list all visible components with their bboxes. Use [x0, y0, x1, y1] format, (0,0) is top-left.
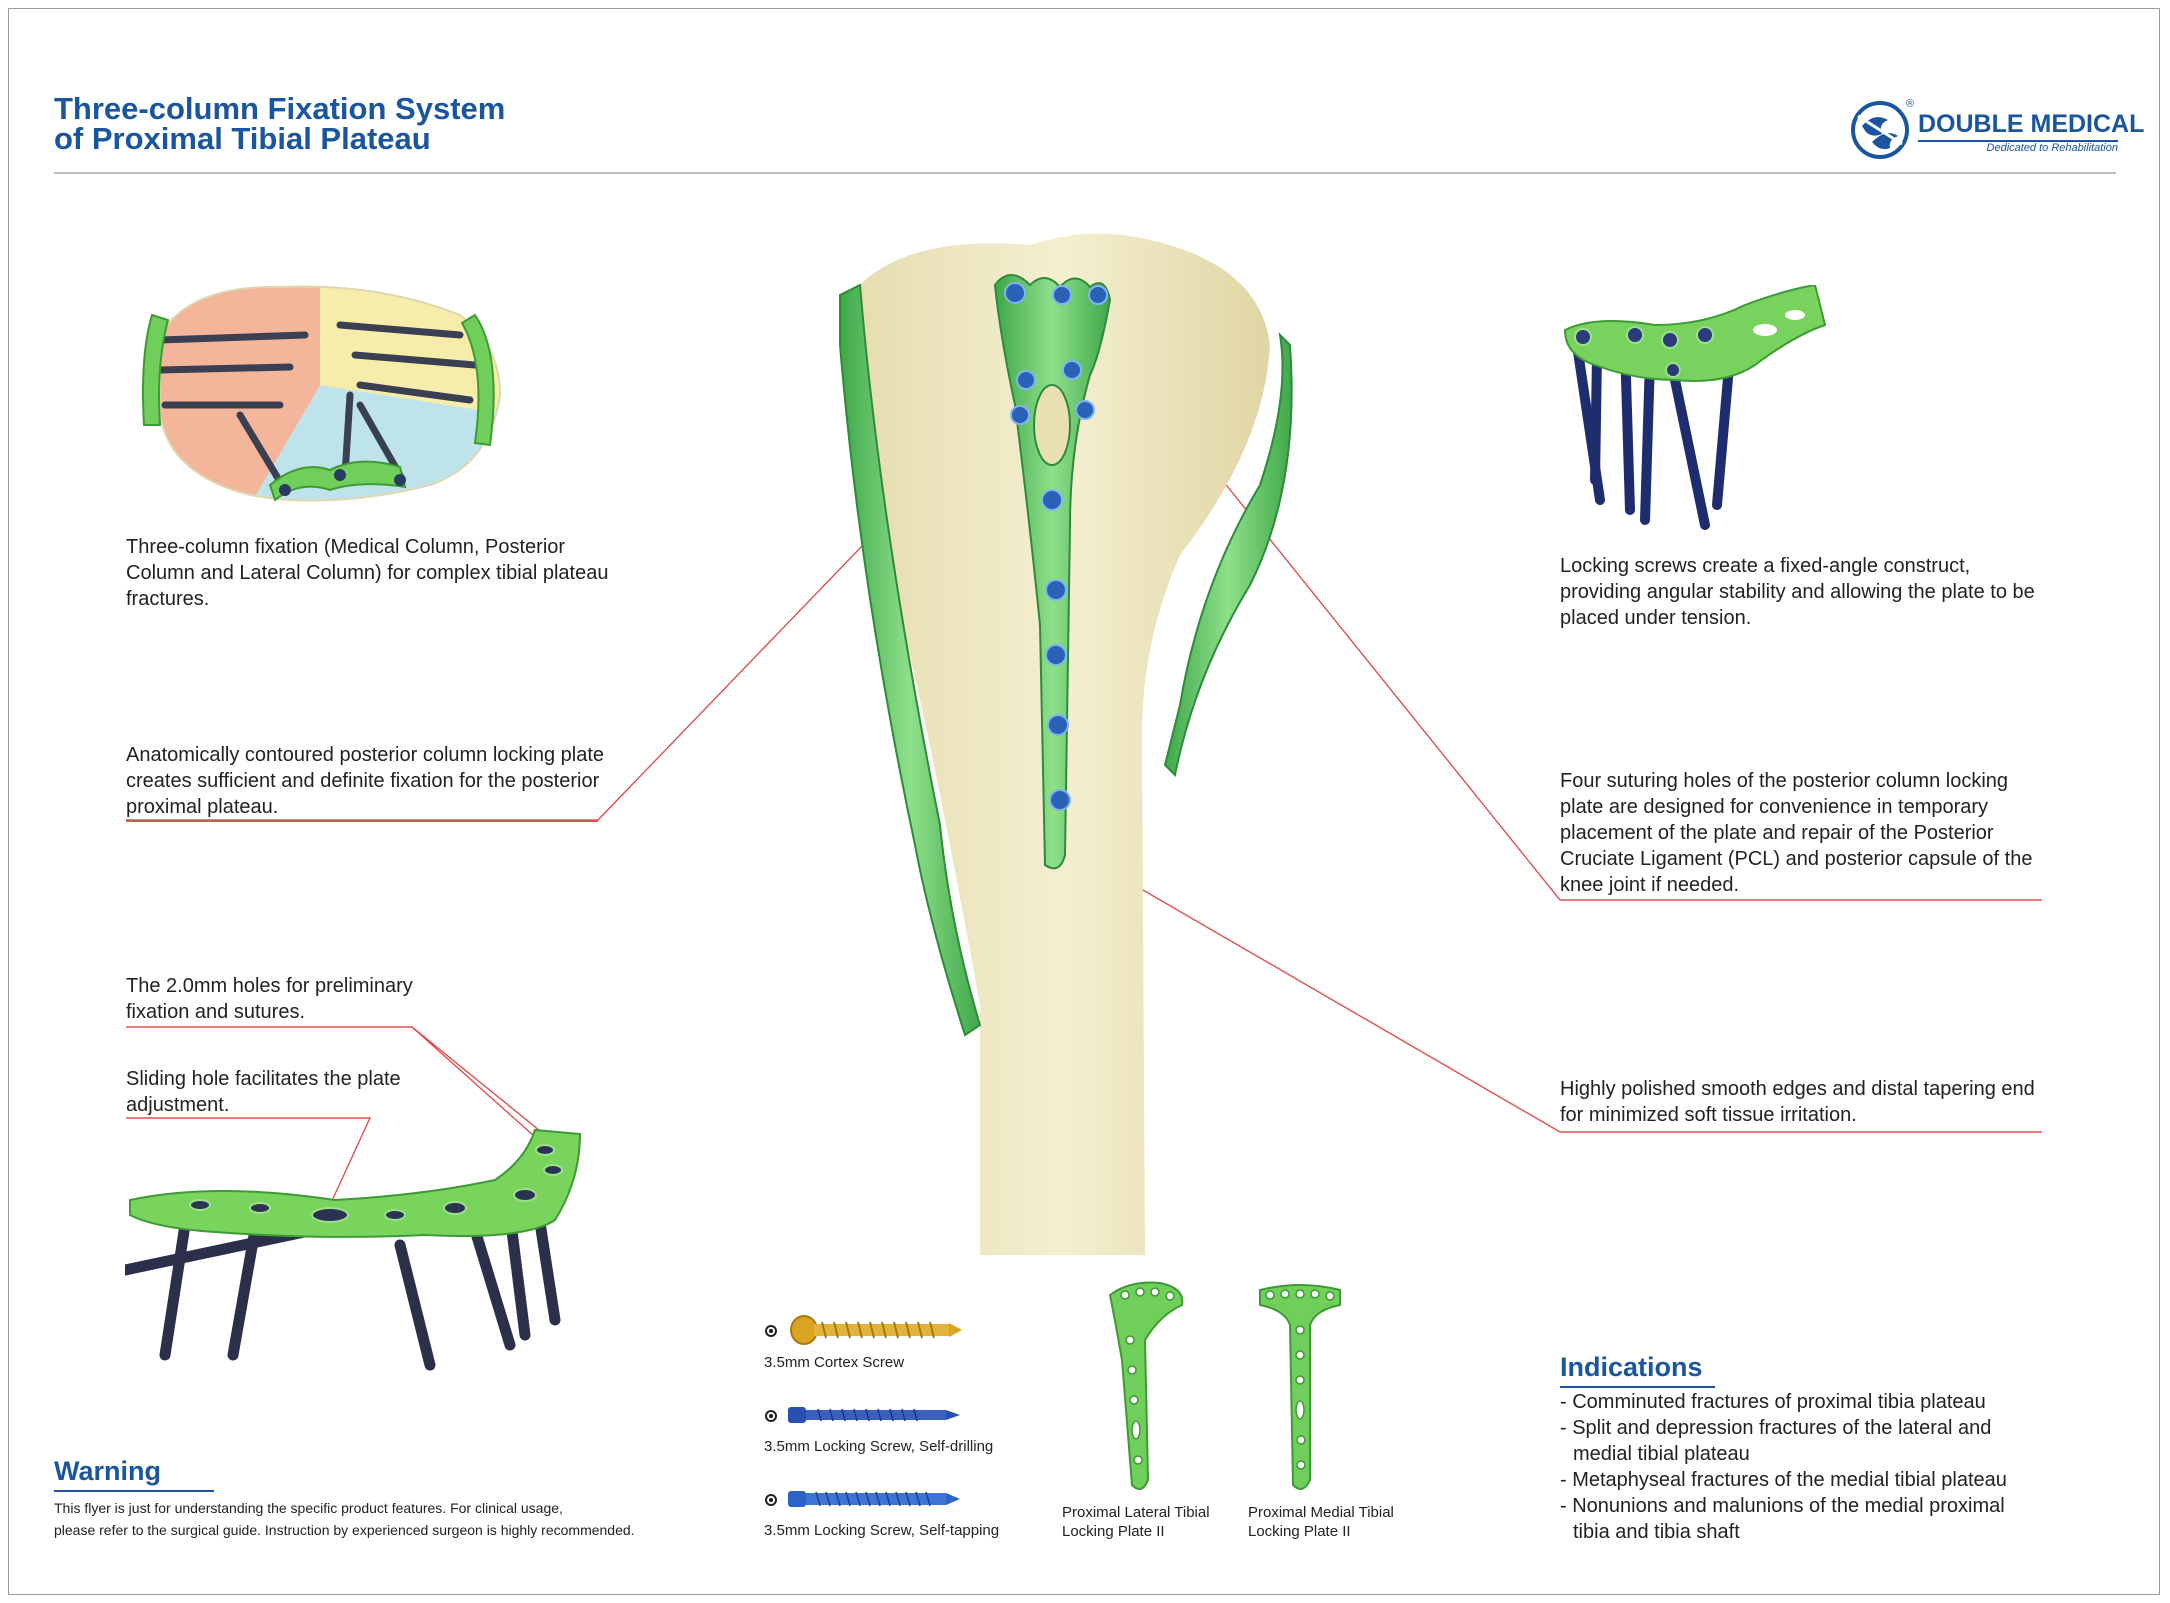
plate-label-medial-line2: Locking Plate II [1248, 1523, 1351, 1540]
logo-underline [1918, 140, 2118, 142]
plate-label-lateral-line1: Proximal Lateral Tibial [1062, 1504, 1210, 1521]
locking-screw-self-drilling-image [788, 1407, 960, 1423]
locking-screws-construct-image [1563, 285, 1827, 530]
callout-suturing-holes: Four suturing holes of the posterior col… [1560, 770, 2033, 896]
callout-line-polished [1061, 842, 2042, 1133]
indication-item: - Split and depression fractures of the … [1560, 1417, 1992, 1439]
indication-item: - Metaphyseal fractures of the medial ti… [1560, 1469, 2007, 1491]
indications-list: - Comminuted fractures of proximal tibia… [1560, 1389, 2080, 1545]
screw-label-cortex: 3.5mm Cortex Screw [764, 1354, 905, 1371]
warning-line-2: please refer to the surgical guide. Inst… [54, 1522, 635, 1538]
underline-locking [1560, 623, 2042, 625]
plate-label-medial: Proximal Medial Tibial Locking Plate II [1248, 1503, 1394, 1541]
warning-underline [54, 1490, 214, 1492]
callout-line-sliding [126, 1117, 372, 1206]
header-divider [54, 172, 2116, 174]
indication-item: medial tibial plateau [1573, 1443, 1750, 1465]
callout-line-holes [126, 1026, 554, 1154]
proximal-lateral-tibial-plate-image [1108, 1281, 1184, 1490]
indication-item: - Nonunions and malunions of the medial … [1560, 1495, 2005, 1517]
plate-label-lateral-line2: Locking Plate II [1062, 1523, 1165, 1540]
indications-title: Indications [1560, 1352, 1703, 1382]
indication-item: tibia and tibia shaft [1573, 1521, 1740, 1543]
brand-logo: ® DOUBLE MEDICAL Dedicated to Rehabilita… [1848, 98, 2144, 160]
cortex-screw-image [790, 1315, 962, 1345]
callout-anatomical: Anatomically contoured posterior column … [126, 744, 605, 818]
logo-name: DOUBLE MEDICAL [1918, 110, 2145, 138]
screw-bullet-1 [765, 1325, 777, 1337]
plate-label-medial-line1: Proximal Medial Tibial [1248, 1504, 1394, 1521]
callout-three-column: Three-column fixation (Medical Column, P… [126, 536, 609, 610]
page-frame [8, 8, 2160, 1595]
locking-screw-self-tapping-image [788, 1491, 960, 1507]
callout-polished-edges: Highly polished smooth edges and distal … [1560, 1078, 2035, 1126]
page-title: Three-column Fixation System of Proximal… [54, 91, 506, 156]
warning-title: Warning [54, 1456, 161, 1486]
indications-underline [1560, 1386, 1715, 1388]
screw-label-self-tapping: 3.5mm Locking Screw, Self-tapping [764, 1522, 1000, 1539]
callout-locking-screws: Locking screws create a fixed-angle cons… [1560, 555, 2035, 629]
warning-text: This flyer is just for understanding the… [54, 1497, 754, 1541]
double-medical-logo-icon [1851, 101, 1909, 159]
posterior-plate-screws-image [125, 1128, 582, 1371]
screw-label-self-drilling: 3.5mm Locking Screw, Self-drilling [764, 1438, 994, 1455]
callout-2mm-holes: The 2.0mm holes for preliminary fixation… [126, 975, 413, 1023]
underline-anatomical [126, 820, 598, 822]
tibia-with-plates-image [839, 233, 1293, 1255]
title-line-1: Three-column Fixation System [54, 91, 506, 126]
registered-mark: ® [1906, 98, 1915, 110]
indication-item: - Comminuted fractures of proximal tibia… [1560, 1391, 1986, 1413]
warning-line-1: This flyer is just for understanding the… [54, 1500, 563, 1516]
callout-sliding-hole: Sliding hole facilitates the plate adjus… [126, 1068, 401, 1116]
three-column-crosssection-image [142, 285, 502, 502]
proximal-medial-tibial-plate-image [1259, 1284, 1341, 1490]
title-line-2: of Proximal Tibial Plateau [54, 121, 431, 156]
screw-bullet-3 [765, 1494, 777, 1506]
plate-label-lateral: Proximal Lateral Tibial Locking Plate II [1062, 1503, 1210, 1541]
logo-tagline: Dedicated to Rehabilitation [1986, 142, 2118, 154]
screw-bullet-2 [765, 1410, 777, 1422]
